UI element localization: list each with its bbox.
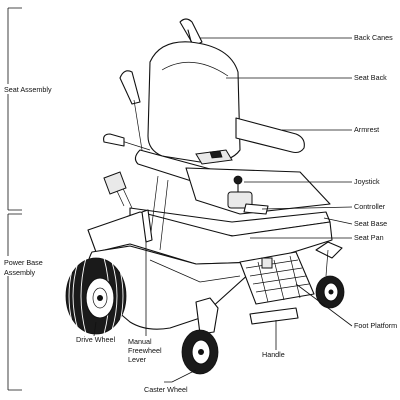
seat-base-leader bbox=[323, 217, 353, 225]
label-foot-platform: Foot Platform bbox=[354, 321, 397, 330]
label-seat-back: Seat Back bbox=[354, 73, 387, 82]
label-seat-pan: Seat Pan bbox=[354, 233, 384, 242]
label-armrest: Armrest bbox=[354, 125, 379, 134]
label-drive-wheel: Drive Wheel bbox=[76, 335, 116, 344]
label-caster-wheel: Caster Wheel bbox=[144, 385, 188, 394]
callout-labels: Back Canes Seat Back Armrest Joystick Co… bbox=[76, 33, 397, 394]
foot-platform-shape bbox=[239, 251, 315, 305]
drive-wheel-leader bbox=[93, 321, 97, 337]
label-back-canes: Back Canes bbox=[354, 33, 393, 42]
label-manual-freewheel-3: Lever bbox=[128, 355, 147, 364]
power-base-label-2: Assembly bbox=[4, 268, 36, 277]
label-controller: Controller bbox=[354, 202, 386, 211]
power-base-bracket: Power Base Assembly bbox=[2, 213, 44, 391]
drive-wheel-shape bbox=[65, 257, 127, 335]
seat-cushion-shape bbox=[185, 167, 331, 215]
wheelchair-illustration bbox=[65, 18, 345, 375]
seat-assembly-bracket: Seat Assembly bbox=[2, 7, 52, 211]
label-seat-base: Seat Base bbox=[354, 219, 387, 228]
joystick-assembly bbox=[227, 175, 269, 215]
seat-back-shape bbox=[147, 41, 241, 163]
controller-leader bbox=[261, 206, 353, 210]
label-manual-freewheel-2: Freewheel bbox=[128, 346, 162, 355]
handle-shape bbox=[249, 307, 299, 325]
caster-wheel-leader bbox=[164, 369, 197, 383]
caster-wheel-shape bbox=[181, 297, 219, 375]
power-base-label: Power Base bbox=[4, 258, 43, 267]
seat-assembly-label: Seat Assembly bbox=[4, 85, 52, 94]
label-manual-freewheel-1: Manual bbox=[128, 337, 152, 346]
armrest-right-shape bbox=[235, 117, 305, 154]
callout-lines bbox=[93, 37, 353, 383]
label-joystick: Joystick bbox=[354, 177, 380, 186]
label-handle: Handle bbox=[262, 350, 285, 359]
foot-platform-leader bbox=[295, 283, 353, 327]
rear-caster bbox=[315, 241, 345, 309]
